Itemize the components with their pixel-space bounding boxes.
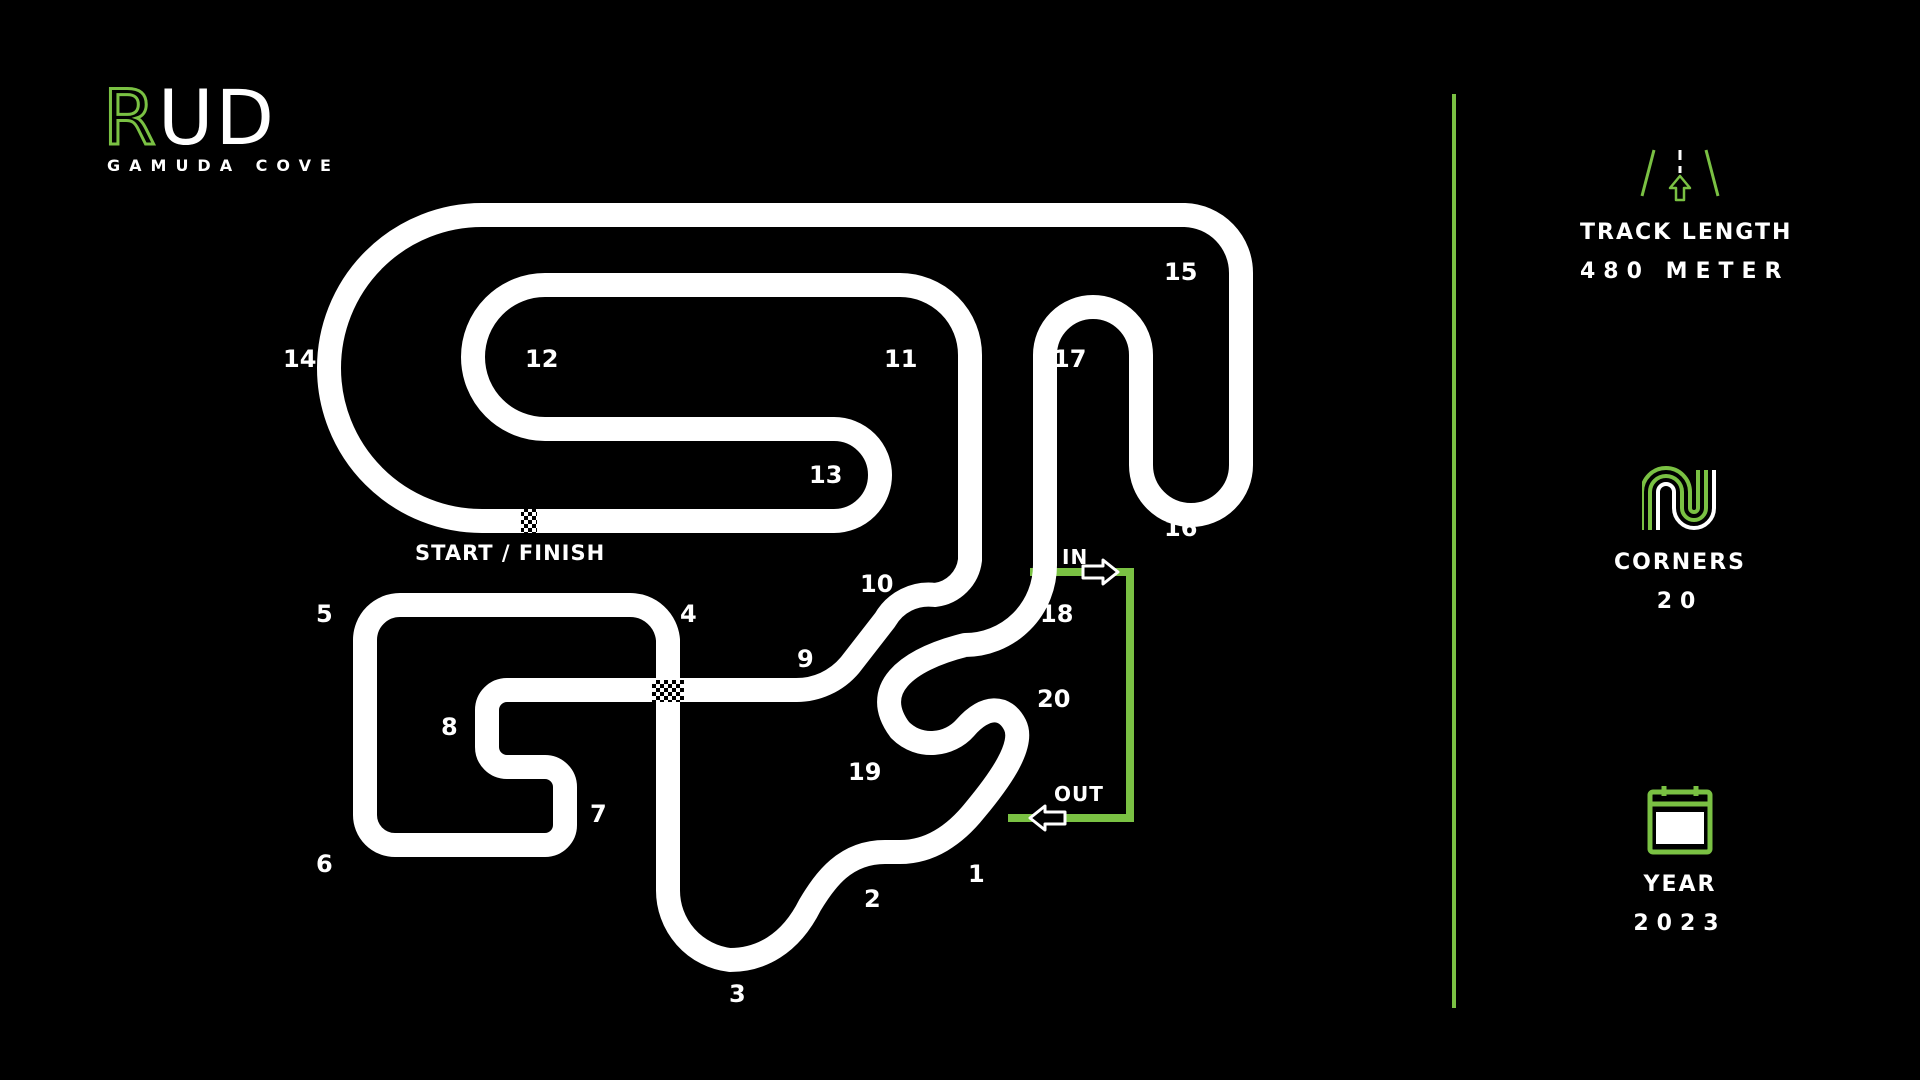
brand-letters-ud: UD — [157, 73, 276, 162]
track-length-value: 480 METER — [1580, 259, 1790, 284]
corner-label-4: 4 — [680, 600, 697, 628]
corner-label-15: 15 — [1164, 258, 1197, 286]
corner-label-8: 8 — [441, 713, 458, 741]
calendar-icon — [1647, 786, 1713, 855]
track-circuit — [317, 203, 1253, 972]
corner-label-3: 3 — [729, 980, 746, 1008]
brand-wordmark: RUD — [102, 78, 276, 157]
brand-logo: RUD GAMUDA COVE — [102, 78, 353, 180]
stat-year: YEAR 2023 — [1580, 784, 1780, 936]
corner-label-7: 7 — [590, 800, 607, 828]
corners-value: 20 — [1656, 589, 1704, 614]
pit-checker-line — [652, 680, 684, 702]
corner-label-5: 5 — [316, 600, 333, 628]
corner-label-19: 19 — [848, 758, 881, 786]
pit-out-arrow — [1028, 804, 1067, 832]
start-finish-label: START / FINISH — [415, 541, 605, 565]
stat-corners: CORNERS 20 — [1580, 466, 1780, 614]
road-icon — [1640, 149, 1720, 202]
corner-label-1: 1 — [968, 860, 985, 888]
year-value: 2023 — [1633, 911, 1727, 936]
corner-label-18: 18 — [1040, 600, 1073, 628]
corner-label-16: 16 — [1164, 514, 1197, 542]
corners-label: CORNERS — [1613, 550, 1746, 575]
year-label: YEAR — [1643, 872, 1717, 897]
brand-subtitle: GAMUDA COVE — [107, 156, 340, 175]
curve-icon — [1642, 466, 1716, 530]
corner-label-14: 14 — [283, 345, 316, 373]
pit-in-label: IN — [1062, 545, 1088, 569]
corner-label-2: 2 — [864, 885, 881, 913]
pit-out-label: OUT — [1054, 782, 1104, 806]
stat-track-length: TRACK LENGTH 480 METER — [1580, 146, 1793, 284]
brand-letter-r: R — [102, 73, 158, 162]
start-finish-line — [521, 509, 537, 533]
sidebar-divider — [1452, 94, 1456, 1008]
corner-label-13: 13 — [809, 461, 842, 489]
corner-label-11: 11 — [884, 345, 917, 373]
corner-label-12: 12 — [525, 345, 558, 373]
corner-label-10: 10 — [860, 570, 893, 598]
corner-label-20: 20 — [1037, 685, 1070, 713]
corner-label-9: 9 — [797, 645, 814, 673]
pit-in-arrow — [1081, 558, 1120, 586]
corner-label-6: 6 — [316, 850, 333, 878]
corner-label-17: 17 — [1053, 345, 1086, 373]
track-length-label: TRACK LENGTH — [1580, 220, 1793, 245]
pit-lane — [1008, 568, 1134, 822]
